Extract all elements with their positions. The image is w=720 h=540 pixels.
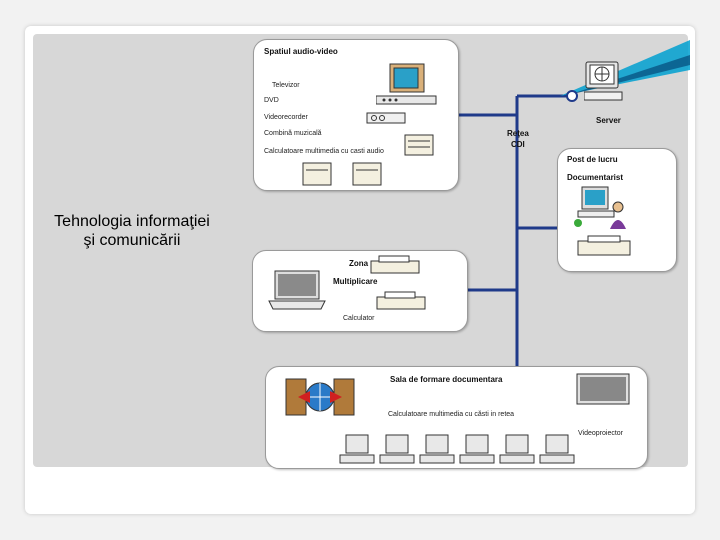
multiply-title-line2: Multiplicare <box>333 277 378 286</box>
multiply-title-line1: Zona <box>349 259 369 268</box>
projector-screen-icon <box>576 373 630 405</box>
printer-icon <box>577 235 631 256</box>
workstation-title: Post de lucru <box>567 155 618 164</box>
projector-label: Videoproiector <box>578 430 624 437</box>
multiply-box: Zona Multiplicare Calculator <box>252 250 468 332</box>
training-subtitle: Calculatoare multimedia cu căsti in rete… <box>388 411 515 418</box>
vcr-icon <box>366 112 406 124</box>
network-label-line1: Reţea <box>507 129 529 138</box>
television-icon <box>376 63 437 105</box>
av-item-tv: Televizor <box>272 82 300 89</box>
network-label-line2: CDI <box>511 140 525 149</box>
workstation-subtitle: Documentarist <box>567 173 624 182</box>
classroom-computers-icons <box>339 434 575 464</box>
copier-icon-bottom <box>376 291 426 310</box>
multiply-caption: Calculator <box>343 315 375 322</box>
slide-title: Tehnologia informaţiei şi comunicării <box>54 213 210 249</box>
av-item-hifi: Combină muzicală <box>264 130 322 137</box>
stereo-icon <box>404 134 434 156</box>
network-globe-icon <box>285 378 355 416</box>
documentarist-icon <box>574 186 626 229</box>
multimedia-pc-icons <box>302 162 382 186</box>
av-item-dvd: DVD <box>264 97 279 104</box>
copier-icon-top <box>370 255 420 274</box>
audio-video-title: Spatiul audio-video <box>264 47 338 56</box>
training-room-box: Sala de formare documentara Calculatoare… <box>265 366 648 469</box>
workstation-box: Post de lucru Documentarist <box>557 148 677 272</box>
audio-video-box: Spatiul audio-video Televizor DVD Videor… <box>253 39 459 191</box>
server-icon <box>584 61 623 101</box>
av-item-pc: Calculatoare multimedia cu casti audio <box>264 148 384 155</box>
training-title: Sala de formare documentara <box>390 375 503 384</box>
laptop-icon <box>268 270 326 310</box>
av-item-vcr: Videorecorder <box>264 114 308 121</box>
server-label: Server <box>596 116 621 125</box>
